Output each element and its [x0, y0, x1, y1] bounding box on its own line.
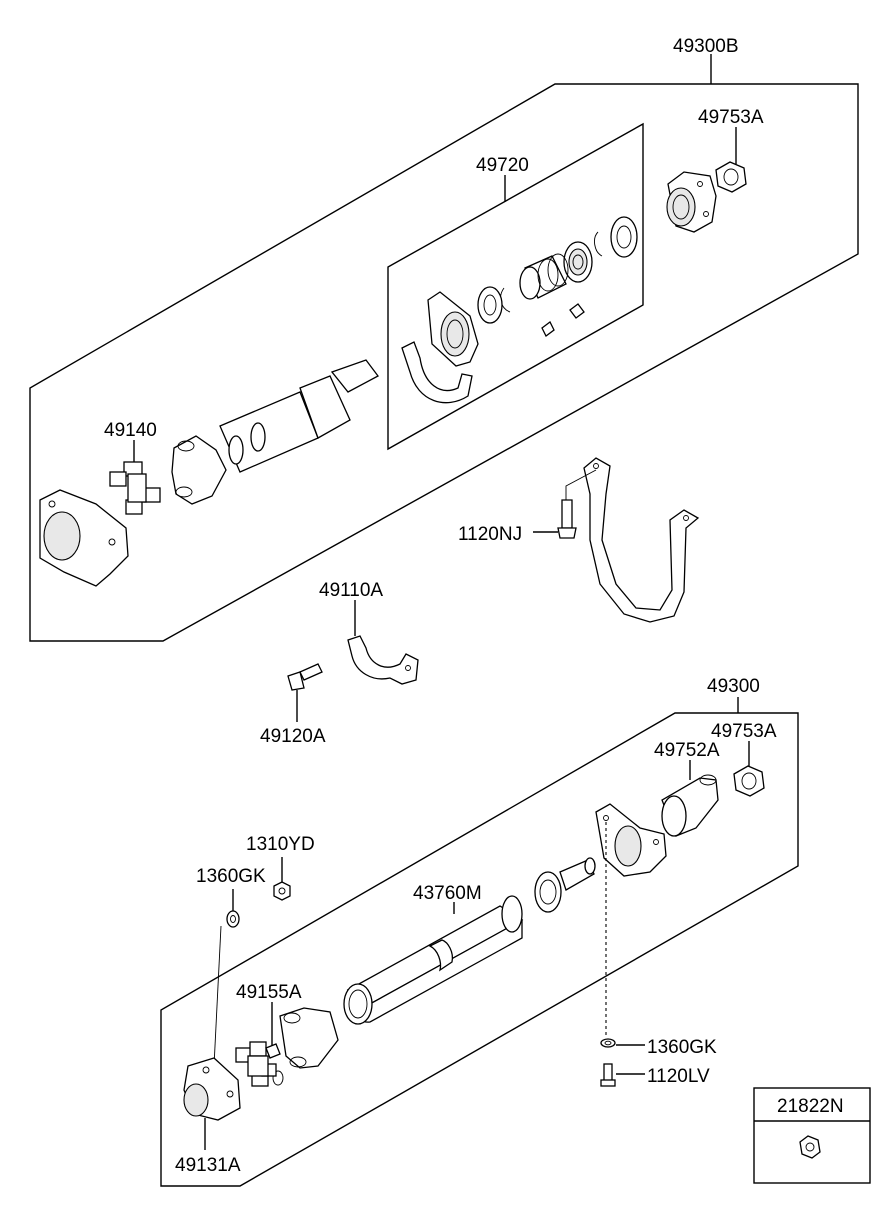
- callout-assy-lower: 49300: [707, 676, 760, 697]
- snap-ring-right: [594, 231, 603, 257]
- washer-upper: [226, 910, 240, 928]
- yoke-upper: [171, 435, 227, 505]
- callout-washer-upper: 1360GK: [196, 866, 266, 887]
- leader-washer-path: [213, 925, 222, 1067]
- washer-lower: [600, 1038, 616, 1048]
- dust-boot: [534, 871, 562, 913]
- callout-flange-yoke: 49752A: [654, 740, 720, 761]
- bearing-bracket-strap: [401, 341, 473, 404]
- universal-joint-lower: [235, 1041, 277, 1087]
- companion-flange-upper: [666, 171, 717, 233]
- universal-joint-upper: [109, 461, 161, 515]
- callout-bracket: 49110A: [319, 580, 383, 601]
- rubber-cushion: [519, 253, 569, 300]
- callout-assy-upper: 49300B: [673, 36, 739, 57]
- assy-lower-frame: [160, 712, 799, 1187]
- flange-yoke-upper: [39, 489, 129, 587]
- center-bearing-lower: [595, 803, 667, 877]
- oil-seal-right: [610, 216, 638, 258]
- callout-bolt-bracket: 1120NJ: [458, 524, 522, 545]
- grease-fitting: [541, 303, 585, 337]
- tube-yoke-lower: [272, 1007, 339, 1086]
- bolt-small: [287, 663, 323, 691]
- nut-small: [273, 881, 291, 901]
- callout-washer-lower: 1360GK: [647, 1037, 717, 1058]
- ball-bearing: [563, 241, 593, 283]
- callout-center-bearing-kit: 49720: [476, 155, 529, 176]
- upper-propeller-shaft: [219, 359, 379, 473]
- slip-yoke: [661, 774, 719, 837]
- callout-tube: 43760M: [413, 883, 482, 904]
- callout-nut-small: 1310YD: [246, 834, 315, 855]
- bolt-lower: [600, 1063, 616, 1087]
- stub-shaft: [559, 857, 596, 891]
- callout-bolt-lower: 1120LV: [647, 1066, 710, 1087]
- oil-seal-left: [477, 286, 503, 324]
- callout-bolt-small: 49120A: [260, 726, 326, 747]
- support-bracket: [583, 457, 700, 623]
- flange-yoke-lower: [183, 1057, 241, 1121]
- callout-nut-upper: 49753A: [698, 107, 764, 128]
- center-bearing-kit-frame: [387, 122, 644, 451]
- leader-bolt-path: [565, 469, 597, 500]
- callout-yoke-lower: 49131A: [175, 1155, 241, 1176]
- legend-box: [753, 1087, 871, 1184]
- hex-nut-upper: [715, 161, 747, 193]
- assy-upper-frame: [29, 83, 859, 642]
- callout-grease-nipple: 49155A: [236, 982, 302, 1003]
- center-bracket: [347, 635, 419, 685]
- callout-yoke-upper: 49140: [104, 420, 157, 441]
- propeller-tube: [343, 895, 524, 1025]
- bolt-bracket: [557, 499, 577, 539]
- callout-legend-part: 21822N: [777, 1096, 844, 1117]
- callout-nut-lower: 49753A: [711, 721, 777, 742]
- grease-nipple: [265, 1043, 281, 1059]
- hex-nut-lower: [733, 765, 765, 797]
- bearing-housing: [427, 291, 479, 367]
